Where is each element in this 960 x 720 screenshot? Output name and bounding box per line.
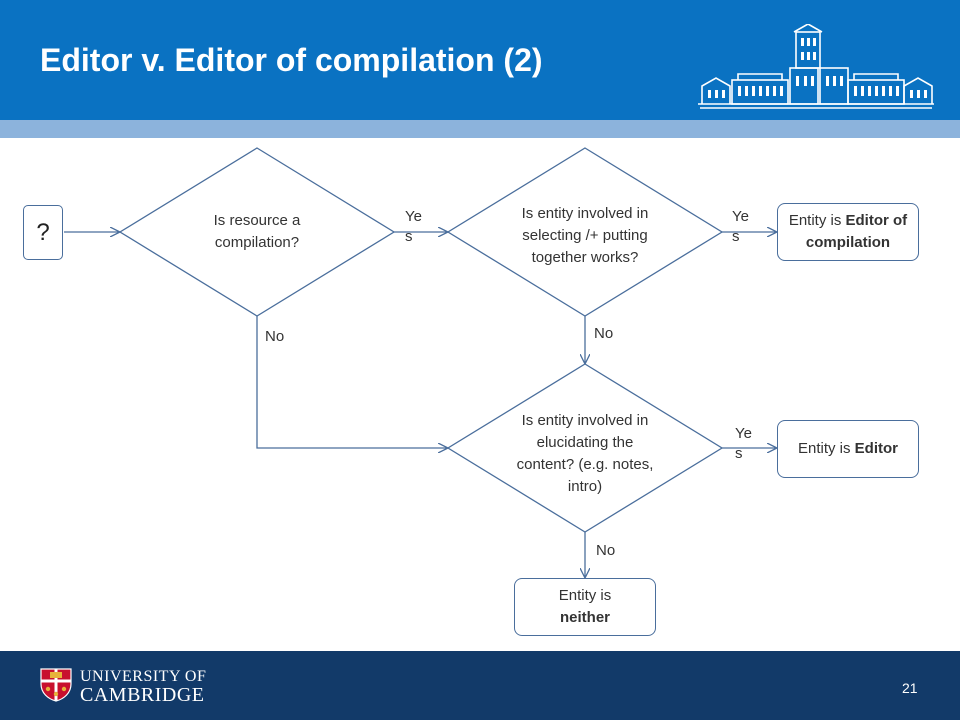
result-bold: Editor of compilation bbox=[805, 212, 908, 251]
page-number: 21 bbox=[902, 680, 918, 696]
result-prefix: Entity is bbox=[558, 587, 612, 604]
slide-footer bbox=[0, 651, 960, 720]
decision-selecting-text: Is entity involved in selecting /+ putti… bbox=[521, 205, 649, 266]
logo-line-2: CAMBRIDGE bbox=[80, 684, 205, 706]
slide-title: Editor v. Editor of compilation (2) bbox=[40, 42, 543, 78]
university-crest-icon bbox=[40, 668, 72, 702]
label-no-compilation: No bbox=[265, 328, 285, 345]
result-editor-of-compilation: Entity is Editor of compilation bbox=[777, 203, 919, 261]
result-prefix: Entity is bbox=[797, 440, 855, 457]
decision-compilation-text: Is resource a compilation? bbox=[213, 212, 301, 251]
result-bold: neither bbox=[559, 609, 610, 626]
result-bold: Editor bbox=[854, 440, 899, 457]
label-yes-compilation: Yes bbox=[405, 208, 422, 245]
slide-header bbox=[0, 0, 960, 120]
arrow-compilation-no bbox=[256, 316, 447, 448]
logo-line-1: UNIVERSITY OF bbox=[80, 668, 207, 685]
result-prefix: Entity is bbox=[788, 212, 846, 229]
university-logo-text: UNIVERSITY OF CAMBRIDGE bbox=[80, 668, 207, 706]
label-no-selecting: No bbox=[594, 325, 614, 342]
start-node: ? bbox=[23, 205, 63, 260]
header-stripe bbox=[0, 120, 960, 138]
decision-elucidating-text: Is entity involved in elucidating the co… bbox=[516, 412, 654, 495]
senate-house-building-icon bbox=[698, 24, 934, 109]
label-no-elucidating: No bbox=[596, 542, 616, 559]
label-yes-elucidating: Yes bbox=[735, 425, 752, 462]
result-neither: Entity is neither bbox=[514, 578, 656, 636]
label-yes-selecting: Yes bbox=[732, 208, 749, 245]
result-editor: Entity is Editor bbox=[777, 420, 919, 478]
